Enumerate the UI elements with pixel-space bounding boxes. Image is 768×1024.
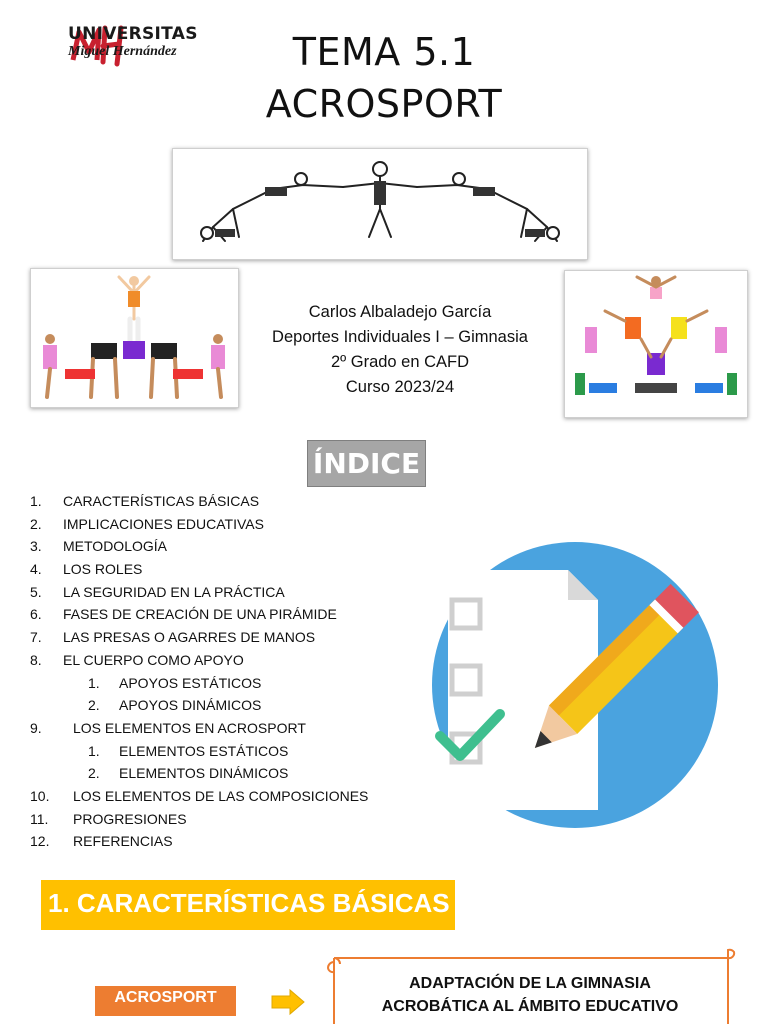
human-pyramid-image-right — [564, 270, 748, 418]
toc-item-number: 9. — [30, 719, 42, 736]
toc-item: 2. IMPLICACIONES EDUCATIVAS — [30, 513, 450, 536]
toc-item-number: 1. — [30, 493, 42, 509]
toc-item-label: ELEMENTOS DINÁMICOS — [119, 765, 289, 782]
toc-item-label: METODOLOGÍA — [63, 538, 167, 555]
toc-item-label: LOS ROLES — [63, 561, 143, 578]
page-title: TEMA 5.1 — [292, 30, 476, 74]
toc-item: 9. LOS ELEMENTOS EN ACROSPORT — [30, 717, 450, 740]
academic-year: Curso 2023/24 — [345, 378, 455, 396]
toc-item: 7. LAS PRESAS O AGARRES DE MANOS — [30, 626, 450, 649]
toc-item: 11. PROGRESIONES — [30, 808, 450, 831]
toc-item-number: 2. — [30, 515, 42, 532]
toc-item: 1. ELEMENTOS ESTÁTICOS — [30, 740, 450, 763]
toc-item-label: CARACTERÍSTICAS BÁSICAS — [63, 493, 260, 509]
table-of-contents: 1. CARACTERÍSTICAS BÁSICAS 2. IMPLICACIONES… — [30, 490, 450, 853]
scroll-banner — [326, 948, 736, 1024]
toc-item: 8. EL CUERPO COMO APOYO — [30, 649, 450, 672]
toc-item-number: 11. — [30, 810, 49, 827]
toc-item: 3. METODOLOGÍA — [30, 535, 450, 558]
toc-item: 6. FASES DE CREACIÓN DE UNA PIRÁMIDE — [30, 603, 450, 626]
arrow-right-icon — [271, 988, 305, 1016]
toc-item-label: EL CUERPO COMO APOYO — [63, 651, 244, 668]
toc-item: 1. CARACTERÍSTICAS BÁSICAS — [30, 490, 450, 513]
toc-item: 2. APOYOS DINÁMICOS — [30, 694, 450, 717]
toc-item-label: FASES DE CREACIÓN DE UNA PIRÁMIDE — [63, 606, 337, 623]
toc-item: 12. REFERENCIAS — [30, 830, 450, 853]
toc-item: 1. APOYOS ESTÁTICOS — [30, 672, 450, 695]
author-block: Carlos Albaladejo García Deportes Indivi… — [250, 300, 550, 400]
toc-item-label: IMPLICACIONES EDUCATIVAS — [63, 515, 264, 532]
toc-item-label: PROGRESIONES — [73, 810, 187, 827]
toc-item-number: 8. — [30, 651, 42, 668]
toc-item-number: 7. — [30, 629, 42, 646]
toc-item-number: 12. — [30, 833, 50, 850]
page-subtitle: ACROSPORT — [265, 82, 503, 126]
logo-name: UNIVERSITAS — [68, 24, 198, 44]
toc-item-number: 5. — [30, 583, 42, 600]
scroll-text-line1: ADAPTACIÓN DE LA GIMNASIA — [409, 975, 651, 992]
document-checklist-pencil-icon — [432, 542, 718, 828]
index-heading: ÍNDICE — [307, 440, 426, 487]
toc-item-label: LOS ELEMENTOS DE LAS COMPOSICIONES — [73, 787, 369, 804]
toc-item-label: APOYOS DINÁMICOS — [119, 697, 262, 714]
toc-item-number: 1. — [88, 742, 100, 759]
human-pyramid-image-left — [30, 268, 239, 408]
degree-name: 2º Grado en CAFD — [330, 353, 470, 371]
toc-item-number: 3. — [30, 538, 42, 555]
toc-item-label: ELEMENTOS ESTÁTICOS — [119, 742, 289, 759]
toc-item-label: LA SEGURIDAD EN LA PRÁCTICA — [63, 583, 285, 600]
toc-item-label: REFERENCIAS — [73, 833, 173, 850]
toc-item: 4. LOS ROLES — [30, 558, 450, 581]
toc-item-number: 1. — [88, 674, 100, 691]
acrosport-label: ACROSPORT — [95, 986, 236, 1016]
toc-item-number: 10. — [30, 787, 50, 804]
toc-item: 2. ELEMENTOS DINÁMICOS — [30, 762, 450, 785]
toc-item-number: 6. — [30, 606, 42, 623]
university-logo-icon — [70, 25, 124, 67]
section-1-heading: 1. CARACTERÍSTICAS BÁSICAS — [41, 880, 455, 930]
scroll-text-line2: ACROBÁTICA AL ÁMBITO EDUCATIVO — [381, 998, 679, 1015]
toc-item-label: LAS PRESAS O AGARRES DE MANOS — [63, 629, 316, 646]
toc-item-number: 2. — [88, 765, 100, 782]
toc-item: 10. LOS ELEMENTOS DE LAS COMPOSICIONES — [30, 785, 450, 808]
author-name: Carlos Albaladejo García — [308, 303, 492, 321]
toc-item-number: 4. — [30, 561, 42, 578]
toc-item-label: APOYOS ESTÁTICOS — [119, 674, 262, 691]
scroll-text: ADAPTACIÓN DE LA GIMNASIA ACROBÁTICA AL … — [340, 972, 720, 1018]
acrobats-chain-image — [172, 148, 588, 260]
logo-subname: Miguel Hernández — [68, 44, 177, 59]
toc-item-label: LOS ELEMENTOS EN ACROSPORT — [73, 719, 306, 736]
course-name: Deportes Individuales I – Gimnasia — [272, 328, 528, 346]
toc-item: 5. LA SEGURIDAD EN LA PRÁCTICA — [30, 581, 450, 604]
toc-item-number: 2. — [88, 697, 100, 714]
